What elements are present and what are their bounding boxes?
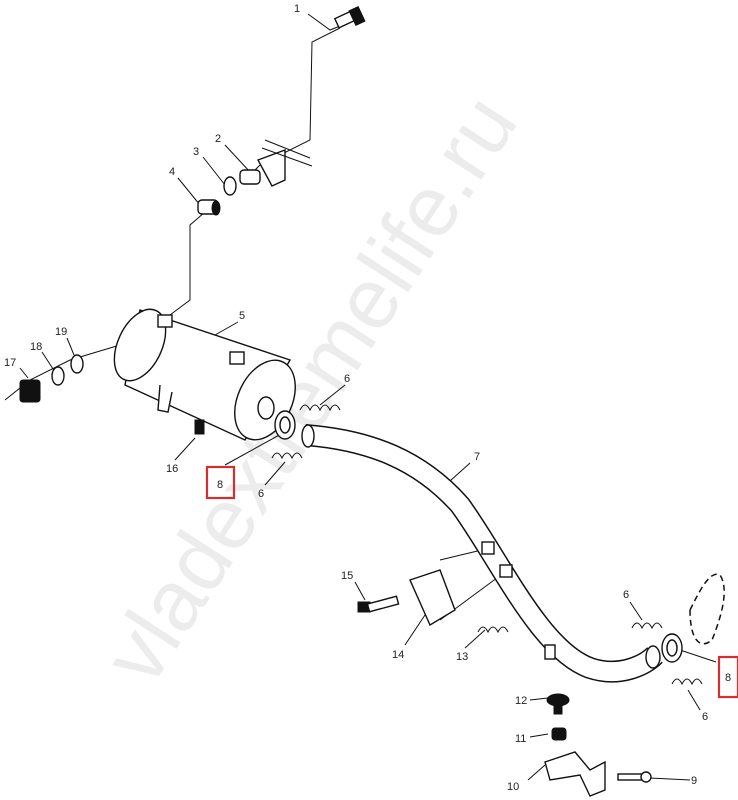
callout-12: 12 [515,695,527,707]
callout-13: 13 [456,651,468,663]
callout-9: 9 [691,775,697,787]
callout-17: 17 [4,357,16,369]
highlight-box-8b [717,655,738,699]
callout-7: 7 [474,451,480,463]
bracket-part-14-bolt-15 [357,569,456,627]
callout-2: 2 [215,133,221,145]
callout-6d: 6 [702,711,708,723]
callout-3: 3 [193,146,199,158]
callout-16: 16 [166,463,178,475]
callout-6c: 6 [623,589,629,601]
exhaust-pipe-part-7 [301,424,663,683]
callout-14: 14 [392,649,404,661]
callout-11: 11 [515,733,526,745]
highlight-box-8a [205,465,236,500]
mount-hardware-9-10-11-12 [544,693,652,797]
gasket-hole-8b [666,639,678,657]
callout-6a: 6 [344,373,350,385]
cylinder-port-outline [689,573,725,645]
callout-15: 15 [341,570,353,582]
callout-8a: 8 [217,479,223,491]
callout-4: 4 [169,166,175,178]
callout-18: 18 [30,341,42,353]
callout-5: 5 [239,310,245,322]
callout-8b: 8 [725,672,731,684]
mount-hardware-2-3-4 [197,139,313,216]
callout-labels: 1 2 3 4 5 6 6 6 6 7 8 8 9 10 11 12 13 14… [4,3,731,793]
callout-1: 1 [294,3,300,15]
callout-19: 19 [55,326,67,338]
gasket-hole-8a [279,416,291,434]
callout-10: 10 [507,781,519,793]
callout-6b: 6 [258,488,264,500]
nut-washers-17-18-19 [19,354,84,403]
bolt-part-1 [333,5,366,29]
springs-part-6-13 [271,404,703,686]
